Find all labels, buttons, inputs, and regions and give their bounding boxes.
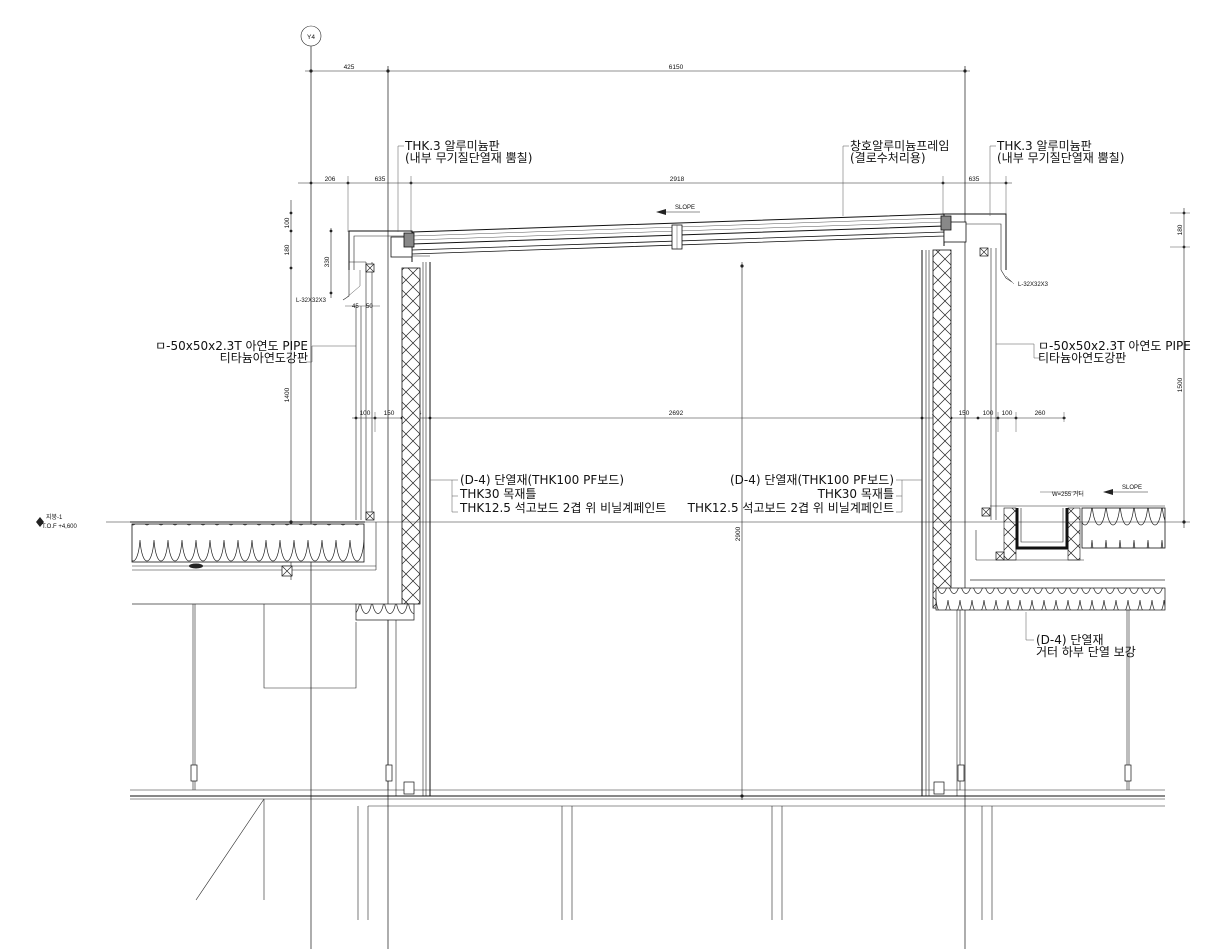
dim-45: 45	[352, 304, 359, 310]
slope-label-right: SLOPE	[1122, 485, 1142, 491]
dim-635-right: 635	[969, 176, 980, 183]
grid-axis-label: Y4	[307, 34, 315, 41]
label-alu-left-2: (내부 무기질단열재 뿜칠)	[405, 151, 532, 165]
left-wall	[395, 262, 431, 796]
dim-330-left: 330	[324, 256, 331, 267]
label-pipe-left-2: 티타늄아연도강판	[220, 351, 308, 365]
right-wall	[921, 249, 958, 796]
dim-2692: 2692	[669, 410, 684, 417]
annotations: THK.3 알루미늄판 (내부 무기질단열재 뿜칠) 창호알루미늄프레임 (결로…	[155, 139, 1191, 659]
interior-height-dimension: 2900	[735, 262, 744, 800]
label-gutter-insul-2: 거터 하부 단열 보강	[1036, 645, 1136, 659]
lower-ceiling	[130, 781, 1165, 920]
roof-level-line: 지붕-1 T.O.F +4,600	[36, 513, 1190, 530]
label-frame-1: 창호알루미늄프레임	[850, 139, 949, 153]
left-ceiling-insulation	[355, 603, 415, 621]
dim-1500-right: 1500	[1177, 377, 1184, 392]
label-angle-left: L-32X32X3	[296, 298, 327, 304]
label-insul-right-3: THK12.5 석고보드 2겹 위 비닐계페인트	[687, 501, 894, 515]
upper-dimension-line: 206 635 2918 635	[298, 176, 1012, 232]
label-pipe-left-1: ㅁ-50x50x2.3T 아연도 PIPE	[155, 339, 308, 353]
dim-6150: 6150	[669, 64, 684, 71]
dim-180-left: 180	[284, 244, 291, 255]
level-elevation: T.O.F +4,600	[42, 524, 78, 530]
dim-100-left: 100	[284, 217, 291, 228]
dim-180-right: 180	[1177, 224, 1184, 235]
label-gutter-insul-1: (D-4) 단열재	[1036, 633, 1104, 647]
label-insul-right-1: (D-4) 단열재(THK100 PF보드)	[730, 473, 894, 487]
dim-635-left: 635	[375, 176, 386, 183]
grid-axis-y4: Y4	[300, 25, 322, 949]
label-alu-right-1: THK.3 알루미늄판	[996, 139, 1092, 153]
label-insul-left-2: THK30 목재틀	[459, 487, 536, 501]
dim-150-mid-right: 150	[959, 410, 970, 417]
label-insul-left-1: (D-4) 단열재(THK100 PF보드)	[460, 473, 624, 487]
label-pipe-right-2: 티타늄아연도강판	[1038, 351, 1126, 365]
right-vertical-dimensions: 180 1500	[1170, 208, 1190, 528]
right-gutter: W=255 거터	[935, 490, 1166, 611]
dim-100-mid-right-1: 100	[983, 410, 994, 417]
skylight-roof	[411, 213, 945, 257]
label-pipe-right-1: ㅁ-50x50x2.3T 아연도 PIPE	[1038, 339, 1191, 353]
label-insul-right-2: THK30 목재틀	[817, 487, 894, 501]
dim-100-mid: 100	[360, 410, 371, 417]
label-alu-right-2: (내부 무기질단열재 뿜칠)	[997, 151, 1124, 165]
label-insul-left-3: THK12.5 석고보드 2겹 위 비닐계페인트	[459, 501, 666, 515]
gutter-label: W=255 거터	[1052, 490, 1084, 498]
dim-50: 50	[366, 304, 373, 310]
slope-arrow-right: SLOPE	[1103, 485, 1148, 495]
slope-arrow-top: SLOPE	[656, 205, 700, 215]
label-frame-2: (결로수처리용)	[850, 151, 926, 165]
mid-dimension-line: 100 150 154 2692 154 150 100 100 260	[352, 410, 1066, 432]
hanger-rods	[190, 604, 1132, 790]
dim-260: 260	[1035, 410, 1046, 417]
dim-206: 206	[325, 176, 336, 183]
left-parapet: 45 50	[342, 230, 415, 521]
left-roof-slab	[130, 521, 377, 689]
dim-150-mid-left: 150	[384, 410, 395, 417]
dim-425: 425	[344, 64, 355, 71]
slope-label-top: SLOPE	[675, 205, 695, 211]
leader-lines	[306, 145, 1040, 641]
right-parapet	[940, 213, 1013, 520]
dim-2918: 2918	[670, 176, 685, 183]
label-angle-right: L-32X32X3	[1018, 282, 1049, 288]
dim-100-mid-right-2: 100	[1002, 410, 1013, 417]
top-dimension-line: 425 6150	[305, 64, 970, 73]
dim-1400-left: 1400	[284, 387, 291, 402]
label-alu-left-1: THK.3 알루미늄판	[404, 139, 500, 153]
dim-2900: 2900	[735, 526, 742, 541]
level-name: 지붕-1	[46, 513, 63, 521]
reference-lines	[387, 66, 966, 949]
